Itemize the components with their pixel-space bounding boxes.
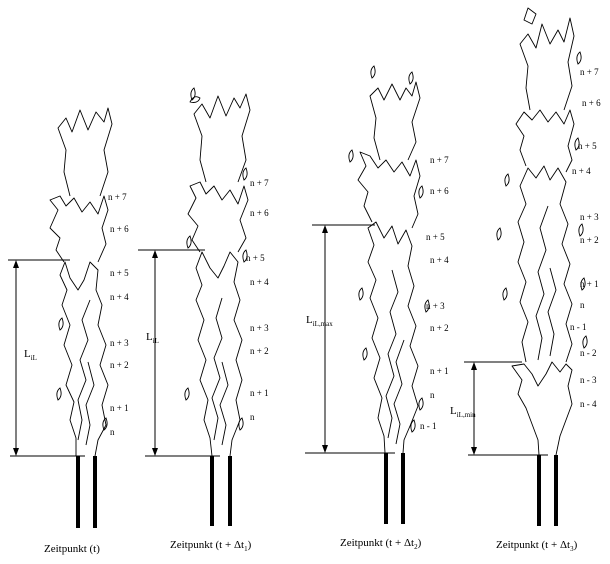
flame-body <box>348 65 430 454</box>
level-labels: n + 7 n + 6 n + 5 n + 4 n + 3 n + 2 n + … <box>108 192 129 437</box>
arrow-head-top <box>13 260 19 268</box>
panel-3: LiL,max n + 7 n + 6 n + 5 n + 4 n + 3 n … <box>305 65 449 551</box>
level-label: n + 7 <box>430 155 449 165</box>
level-labels: n + 7 n + 6 n + 5 n + 4 n + 3 n + 2 n + … <box>570 67 601 409</box>
length-label: LiL <box>146 331 159 345</box>
panel-2: LiL n + 7 n + 6 n + 5 n + 4 n + 3 n + 2 … <box>138 87 269 553</box>
level-label: n <box>250 412 255 422</box>
level-label: n <box>580 300 585 310</box>
level-labels: n + 7 n + 6 n + 5 n + 4 n + 3 n + 2 n + … <box>420 155 449 431</box>
panel-caption: Zeitpunkt (t + Δt3) <box>496 539 578 553</box>
level-label: n + 2 <box>250 346 269 356</box>
level-label: n + 7 <box>580 67 599 77</box>
level-label: n - 1 <box>420 421 437 431</box>
level-label: n + 3 <box>110 338 129 348</box>
panel-caption: Zeitpunkt (t + Δt1) <box>170 539 252 553</box>
level-label: n + 5 <box>426 232 445 242</box>
arrow-head-top <box>322 225 328 233</box>
level-label: n + 1 <box>430 366 449 376</box>
level-label: n + 3 <box>580 212 599 222</box>
arrow-head-top <box>152 250 158 258</box>
level-label: n + 5 <box>578 141 597 151</box>
level-label: n <box>110 427 115 437</box>
arrow-head-bottom <box>13 448 19 456</box>
level-label: n + 2 <box>110 360 129 370</box>
length-label: LiL,max <box>306 314 333 328</box>
arrow-head-bottom <box>471 447 477 455</box>
panel-caption: Zeitpunkt (t) <box>44 543 100 555</box>
level-label: n + 6 <box>110 224 129 234</box>
panel-1: LiL n + 7 n + 6 n + 5 n + 4 n + 3 n + 2 … <box>8 107 129 555</box>
flame-body <box>496 7 588 456</box>
level-label: n + 6 <box>582 98 601 108</box>
level-label: n + 4 <box>110 292 129 302</box>
level-labels: n + 7 n + 6 n + 5 n + 4 n + 3 n + 2 n + … <box>246 178 269 422</box>
level-label: n - 1 <box>570 322 587 332</box>
level-label: n + 5 <box>246 253 265 263</box>
level-label: n + 1 <box>110 403 129 413</box>
level-label: n + 4 <box>430 255 449 265</box>
level-label: n - 2 <box>580 348 597 358</box>
panel-4: LiL,min n + 7 n + 6 n + 5 n + 4 n + 3 n … <box>450 7 601 553</box>
level-label: n + 2 <box>430 323 449 333</box>
level-label: n + 7 <box>108 192 127 202</box>
arrow-head-bottom <box>322 445 328 453</box>
flame-body <box>49 107 113 457</box>
arrow-head-bottom <box>152 448 158 456</box>
level-label: n + 7 <box>250 178 269 188</box>
length-label: LiL,min <box>450 405 476 419</box>
level-label: n + 4 <box>572 166 591 176</box>
flame-body <box>184 87 251 457</box>
level-label: n + 6 <box>250 208 269 218</box>
level-label: n - 4 <box>580 399 597 409</box>
level-label: n + 1 <box>580 279 599 289</box>
level-label: n + 6 <box>430 186 449 196</box>
level-label: n + 3 <box>426 301 445 311</box>
length-label: LiL <box>24 348 37 362</box>
panel-caption: Zeitpunkt (t + Δt2) <box>340 537 422 551</box>
level-label: n + 3 <box>250 323 269 333</box>
level-label: n <box>430 390 435 400</box>
arrow-head-top <box>471 362 477 370</box>
level-label: n + 4 <box>250 277 269 287</box>
level-label: n + 1 <box>250 388 269 398</box>
level-label: n + 5 <box>110 268 129 278</box>
level-label: n - 3 <box>580 375 597 385</box>
level-label: n + 2 <box>580 235 599 245</box>
